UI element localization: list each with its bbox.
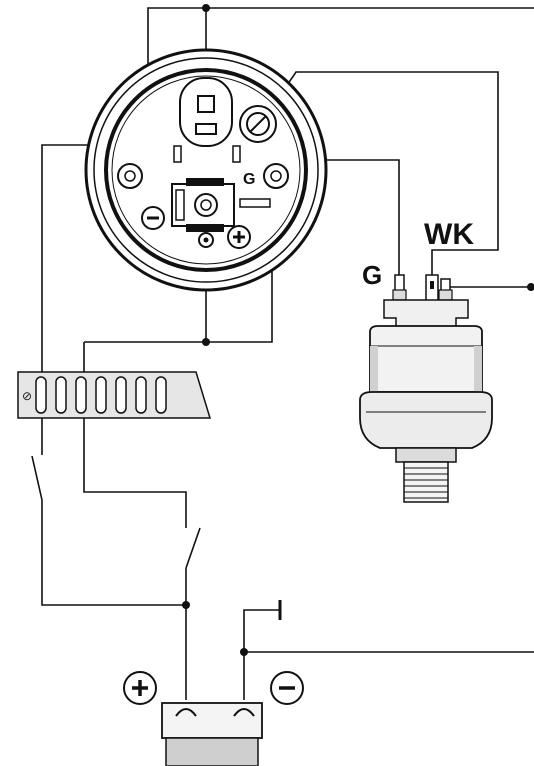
junction-ground <box>240 648 248 656</box>
sender-g-label: G <box>362 260 382 290</box>
battery-minus-icon <box>270 671 304 705</box>
mount-hole-left-icon <box>117 163 143 189</box>
junctions <box>182 4 534 656</box>
junction-bottom <box>202 338 210 346</box>
bulb-icon <box>239 105 277 143</box>
junction-switch <box>182 601 190 609</box>
strip-slot <box>95 376 107 414</box>
wire-battery-minus <box>243 609 280 700</box>
gauge-back: G <box>84 48 328 292</box>
junction-top <box>202 4 210 12</box>
strip-slot <box>35 376 47 414</box>
post-mid <box>232 145 241 163</box>
battery-plus-icon <box>123 671 157 705</box>
wk-label: WK <box>424 218 474 251</box>
center-terminal-icon <box>171 178 235 248</box>
terminal-strip: ⊘ <box>17 371 212 419</box>
mount-hole-right-icon <box>263 163 289 189</box>
post-left <box>173 145 182 163</box>
switch1-blade <box>31 455 43 501</box>
strip-slot <box>55 376 67 414</box>
lamp-socket-icon <box>179 77 233 147</box>
gauge-g-label: G <box>243 171 255 188</box>
switch2-blade <box>185 527 201 569</box>
strip-slot <box>155 376 167 414</box>
wire-wk <box>261 71 499 275</box>
sender-thread <box>403 461 449 503</box>
wire-to-switch2 <box>83 342 187 528</box>
battery <box>161 702 263 766</box>
strip-slot <box>135 376 147 414</box>
sender-terminal-g <box>392 274 407 301</box>
resistor-icon <box>239 198 271 208</box>
gauge-minus-icon <box>141 206 165 230</box>
wire-switch1-down <box>41 500 186 606</box>
strip-slots <box>35 376 167 414</box>
gauge-plus-icon <box>227 225 251 249</box>
sender-terminal-right <box>438 278 453 302</box>
pressure-sender <box>359 274 493 503</box>
strip-slot <box>75 376 87 414</box>
strip-slot <box>115 376 127 414</box>
strip-symbol: ⊘ <box>22 389 32 403</box>
junction-right <box>527 283 534 291</box>
